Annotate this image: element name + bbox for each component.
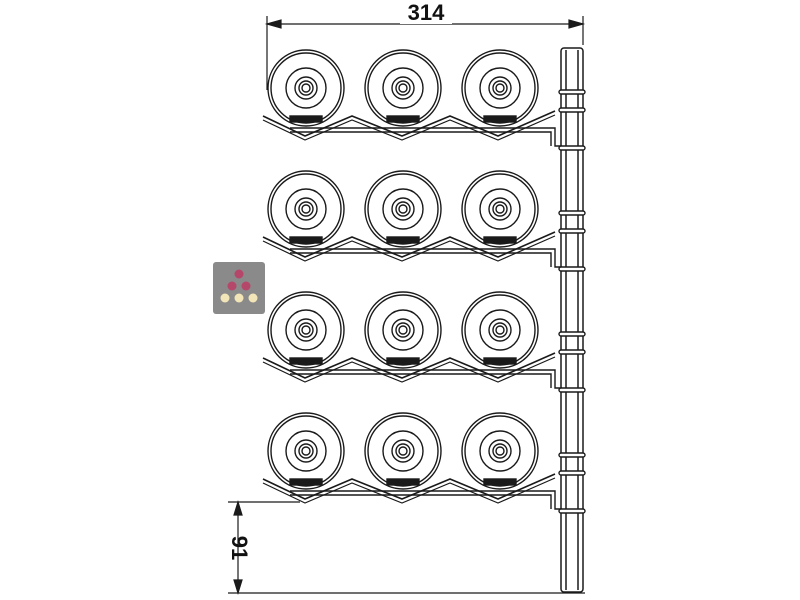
shelf bbox=[262, 49, 586, 151]
height-label: 91 bbox=[227, 536, 252, 560]
shelves bbox=[262, 49, 586, 514]
wine-bottles-logo-icon bbox=[220, 269, 258, 303]
bottle bbox=[267, 49, 345, 127]
width-dimension bbox=[264, 16, 586, 90]
height-dimension bbox=[228, 499, 585, 596]
bottle bbox=[267, 412, 345, 490]
bottle bbox=[461, 291, 539, 369]
logo bbox=[213, 262, 265, 314]
shelf bbox=[262, 170, 586, 272]
shelf bbox=[262, 412, 586, 514]
bottle bbox=[461, 412, 539, 490]
bottle bbox=[364, 291, 442, 369]
bottle bbox=[267, 291, 345, 369]
bottle bbox=[364, 49, 442, 127]
bottle bbox=[364, 170, 442, 248]
bottle bbox=[461, 170, 539, 248]
back-rail bbox=[560, 47, 584, 593]
width-label: 314 bbox=[408, 0, 445, 25]
shelf bbox=[262, 291, 586, 393]
bottle bbox=[364, 412, 442, 490]
bottle bbox=[461, 49, 539, 127]
bottle bbox=[267, 170, 345, 248]
